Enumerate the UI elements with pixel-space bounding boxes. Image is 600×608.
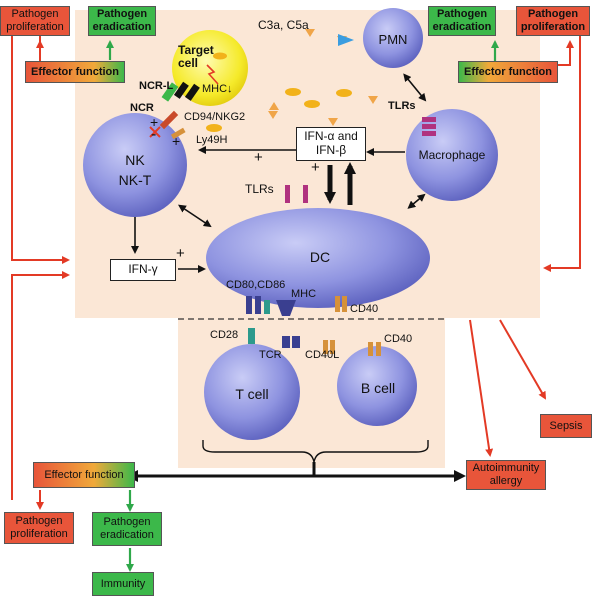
plus-sign-2: +: [311, 159, 320, 176]
pathogen-proliferation-box-bottom: Pathogen proliferation: [4, 512, 74, 544]
complement-label: C3a, C5a: [258, 18, 309, 32]
bcell-label: B cell: [360, 380, 396, 396]
macrophage-label: Macrophage: [418, 148, 486, 162]
ifn-g-box: IFN-γ: [110, 259, 176, 281]
sepsis-box: Sepsis: [540, 414, 592, 438]
effector-function-box-top-right: Effector function: [458, 61, 558, 83]
autoimmunity-line-1: Autoimmunity: [472, 462, 540, 475]
dc-cell-shape: [206, 208, 430, 308]
ifn-ab-box: IFN-α and IFN-β: [296, 127, 366, 161]
target-label-1: Target: [178, 43, 214, 57]
ly49h-label: Ly49H: [196, 134, 228, 146]
minus-sign: -: [151, 126, 157, 143]
cd80-cd86-label: CD80,CD86: [226, 279, 286, 291]
plus-sign-4: +: [150, 114, 159, 130]
green-arrows: [106, 40, 499, 572]
dc-label: DC: [309, 249, 331, 265]
ifn-ab-line-1: IFN-α and: [304, 129, 358, 144]
pmn-cell-shape: [363, 8, 423, 68]
plus-sign-1: +: [254, 149, 263, 166]
mhc-down-label: MHC↓: [202, 83, 233, 95]
autoimmunity-line-2: allergy: [489, 475, 523, 487]
thick-arrows: [324, 162, 356, 205]
plus-sign-5: +: [172, 133, 181, 149]
tcell-shape: [204, 344, 300, 440]
nkt-label: NK-T: [118, 172, 152, 188]
tlrs-dc-label: TLRs: [245, 182, 274, 196]
pathogen-eradication-box-bottom: Pathogen eradication: [92, 512, 162, 546]
effector-function-box-top-left: Effector function: [25, 61, 125, 83]
mediators: [206, 29, 378, 132]
bcell-shape: [337, 346, 417, 426]
tcell-label: T cell: [235, 386, 269, 402]
cd94-label: CD94/NKG2: [184, 111, 246, 123]
immunity-box: Immunity: [92, 572, 154, 596]
effector-function-box-bottom: Effector function: [33, 462, 135, 488]
ncr-l-label: NCR-L: [139, 80, 174, 92]
autoimmunity-box: Autoimmunity allergy: [466, 460, 546, 490]
tlrs-macrophage-label: TLRs: [388, 100, 416, 112]
pathogen-proliferation-box-top-left: Pathogen proliferation: [0, 6, 70, 36]
plus-sign-3: +: [176, 245, 185, 262]
mhc-label: MHC: [291, 288, 317, 300]
pathogen-eradication-box-top-left: Pathogen eradication: [88, 6, 156, 36]
ifn-ab-line-2: IFN-β: [315, 143, 347, 157]
black-arrows: [126, 73, 466, 482]
target-label-2: cell: [178, 56, 199, 70]
pmn-label: PMN: [378, 32, 408, 47]
cd40-b-label: CD40: [384, 333, 413, 345]
cd40l-label: CD40L: [305, 349, 340, 361]
pathogen-proliferation-box-top-right: Pathogen proliferation: [516, 6, 590, 36]
nk-label: NK: [125, 152, 145, 168]
pathogen-eradication-box-top-right: Pathogen eradication: [428, 6, 496, 36]
nk-cell-shape: [83, 113, 187, 217]
tcr-label: TCR: [259, 349, 282, 361]
cd40-dc-label: CD40: [350, 303, 379, 315]
red-arrows: [11, 30, 581, 510]
receptors-shapes: [149, 64, 436, 356]
ncr-label: NCR: [130, 102, 154, 114]
cd28-label: CD28: [210, 329, 239, 341]
